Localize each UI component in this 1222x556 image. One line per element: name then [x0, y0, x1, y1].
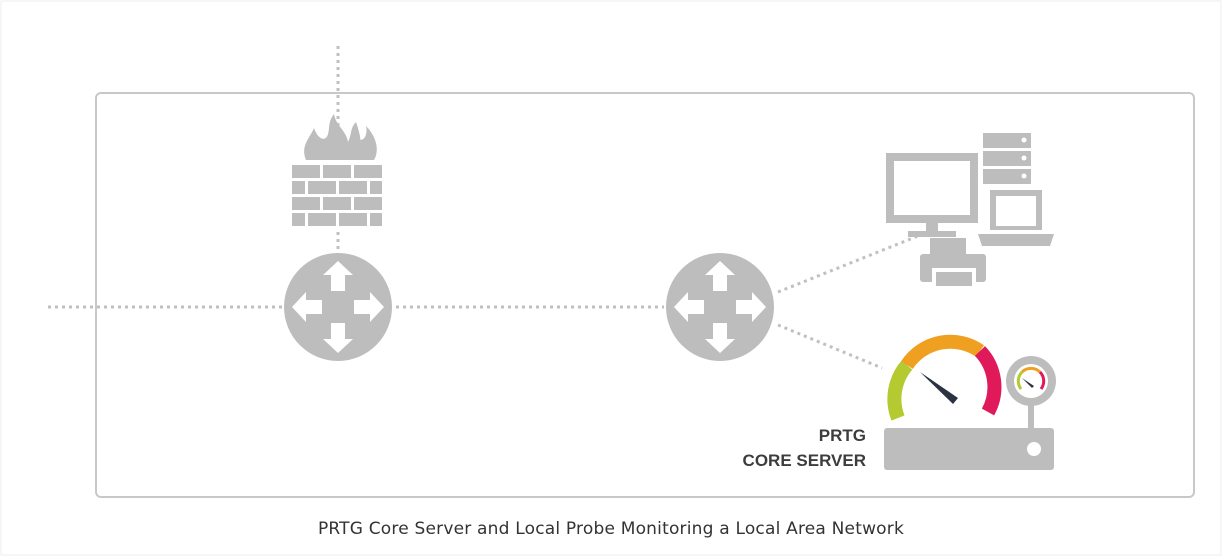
- firewall-icon: [292, 114, 382, 226]
- figure-caption: PRTG Core Server and Local Probe Monitor…: [317, 519, 905, 539]
- server-rack-icon: [983, 133, 1031, 184]
- server-label-line2: CORE SERVER: [743, 451, 866, 470]
- core-server-icon: [884, 428, 1054, 470]
- router-icon: [284, 253, 392, 361]
- server-label-line1: PRTG: [819, 426, 866, 445]
- server-link: [777, 323, 883, 370]
- desktop-computer-icon: [886, 153, 978, 237]
- laptop-icon: [978, 186, 1054, 246]
- lan-boundary: [95, 92, 1195, 498]
- gauge-icon: [887, 334, 1002, 421]
- connection-lines: [48, 46, 919, 370]
- small-gauge-icon: [1006, 356, 1056, 429]
- devices-link: [777, 234, 919, 294]
- printer-icon: [920, 238, 986, 288]
- router-icon: [666, 253, 774, 361]
